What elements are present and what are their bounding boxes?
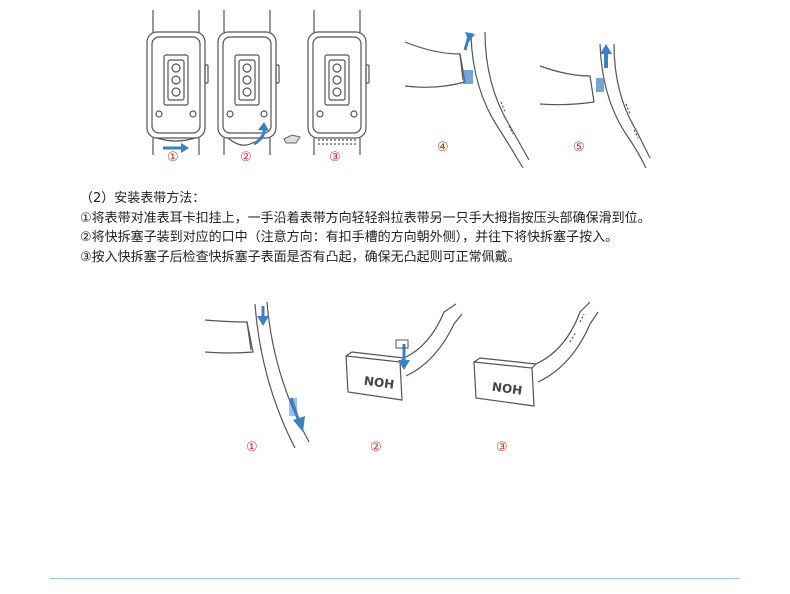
watch-figure-1 bbox=[146, 10, 209, 155]
install-figure-1 bbox=[204, 301, 310, 449]
top-figure-2-label: ② bbox=[240, 150, 252, 165]
strap-text-3: NOH bbox=[491, 380, 523, 398]
watch-figure-2 bbox=[217, 10, 280, 155]
install-instructions: （2）安装表带方法： ①将表带对准表耳卡扣挂上，一手沿着表带方向轻轻斜拉表带另一… bbox=[80, 189, 770, 267]
step-1: ①将表带对准表耳卡扣挂上，一手沿着表带方向轻轻斜拉表带另一只手大拇指按压头部确保… bbox=[80, 210, 651, 226]
top-figure-4-label: ④ bbox=[437, 140, 449, 155]
top-figure-1-label: ① bbox=[167, 150, 179, 165]
footer-divider bbox=[50, 578, 740, 579]
bottom-figure-3-label: ③ bbox=[496, 440, 508, 455]
top-figure-5-label: ⑤ bbox=[573, 140, 585, 155]
install-figure-3: NOH bbox=[473, 301, 599, 407]
strap-side-figure-4 bbox=[404, 31, 530, 169]
top-figure-3-label: ③ bbox=[329, 150, 341, 165]
install-figure-2: NOH bbox=[345, 303, 463, 401]
plug-part bbox=[283, 134, 301, 144]
bottom-figure-2-label: ② bbox=[370, 440, 382, 455]
bottom-figure-1-label: ① bbox=[246, 440, 258, 455]
watch-figure-3 bbox=[307, 10, 370, 155]
step-2: ②将快拆塞子装到对应的口中（注意方向：有扣手槽的方向朝外侧），并往下将快拆塞子按… bbox=[80, 230, 619, 245]
strap-text-2: NOH bbox=[363, 374, 395, 392]
section-title: （2）安装表带方法： bbox=[80, 191, 206, 206]
step-3: ③按入快拆塞子后检查快拆塞子表面是否有凸起，确保无凸起则可正常佩戴。 bbox=[80, 249, 521, 265]
strap-side-figure-5 bbox=[539, 43, 651, 169]
